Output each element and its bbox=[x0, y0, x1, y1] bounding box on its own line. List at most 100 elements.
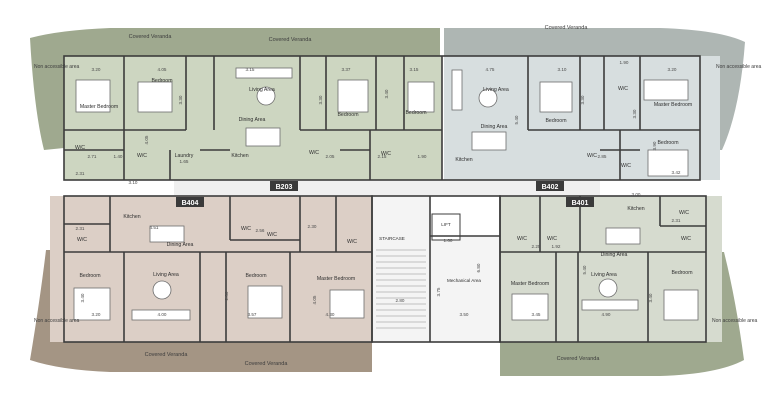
room-master-bedroom: Master Bedroom bbox=[654, 102, 692, 108]
dimension: 1.65 bbox=[180, 159, 189, 164]
dimension: 1.90 bbox=[620, 60, 629, 65]
non-accessible-bottom-left: Non accessible area bbox=[34, 318, 80, 324]
unit-tags: B203 B402 B404 B401 bbox=[176, 181, 594, 207]
dimension: 3.50 bbox=[460, 312, 469, 317]
furniture bbox=[73, 67, 699, 321]
dimension: 3.30 bbox=[318, 95, 323, 104]
non-accessible-labels: Non accessible area Non accessible area … bbox=[34, 64, 762, 324]
dimension: 2.31 bbox=[76, 226, 85, 231]
staircase-area bbox=[372, 196, 430, 342]
dimension: 2.25 bbox=[532, 244, 541, 249]
room-master-bedroom: Master Bedroom bbox=[80, 104, 118, 110]
unit-tag-b402: B402 bbox=[536, 181, 564, 191]
dimension-labels-vertical: 3.30 3.30 3.40 4.05 6.80 3.75 3.40 4.05 … bbox=[80, 89, 657, 304]
staircase-label: STAIRCASE bbox=[379, 236, 405, 241]
veranda-label-top-right: Covered Veranda bbox=[545, 25, 589, 31]
room-wc: W/C bbox=[587, 153, 597, 159]
dimension: 2.31 bbox=[76, 171, 85, 176]
dimension: 3.37 bbox=[342, 67, 351, 72]
dimension: 2.80 bbox=[224, 291, 229, 300]
room-bedroom: Bedroom bbox=[657, 140, 678, 146]
dimension: 4.30 bbox=[326, 312, 335, 317]
dimension: 6.80 bbox=[476, 263, 481, 272]
non-accessible-bottom-right: Non accessible area bbox=[712, 318, 758, 324]
svg-text:B203: B203 bbox=[276, 184, 293, 191]
room-bedroom: Bedroom bbox=[545, 118, 566, 124]
dimension: 1.40 bbox=[114, 154, 123, 159]
room-wc: W/C bbox=[241, 226, 251, 232]
veranda-label-bottom-left: Covered Veranda bbox=[145, 352, 189, 358]
dimension: 2.15 bbox=[378, 154, 387, 159]
room-bedroom: Bedroom bbox=[151, 78, 172, 84]
dimension: 1.90 bbox=[418, 154, 427, 159]
dimension: 5.40 bbox=[514, 115, 519, 124]
room-living: Living Area bbox=[591, 272, 617, 278]
room-master-bedroom: Master Bedroom bbox=[511, 281, 549, 287]
room-wc: W/C bbox=[681, 236, 691, 242]
room-wc: W/C bbox=[137, 153, 147, 159]
stair-treads bbox=[376, 249, 426, 329]
non-accessible-top-right: Non accessible area bbox=[716, 64, 762, 70]
dimension: 3.30 bbox=[178, 95, 183, 104]
unit-tag-b401: B401 bbox=[566, 197, 594, 207]
room-wc: W/C bbox=[267, 232, 277, 238]
dimension: 3.40 bbox=[648, 293, 653, 302]
room-labels: Master Bedroom Bedroom Living Area Dinin… bbox=[75, 78, 693, 287]
room-wc: W/C bbox=[381, 151, 391, 157]
room-wc: W/C bbox=[309, 150, 319, 156]
non-accessible-top-left: Non accessible area bbox=[34, 64, 80, 70]
dimension: 2.31 bbox=[672, 218, 681, 223]
dimension: 3.20 bbox=[92, 312, 101, 317]
dimension: 3.30 bbox=[580, 95, 585, 104]
veranda-labels: Covered Veranda Covered Veranda Covered … bbox=[129, 25, 601, 367]
room-wc: W/C bbox=[621, 163, 631, 169]
veranda-label-top-left: Covered Veranda bbox=[129, 34, 173, 40]
room-dining: Dining Area bbox=[601, 252, 628, 258]
dimension: 2.30 bbox=[308, 224, 317, 229]
dimension: 4.00 bbox=[158, 312, 167, 317]
room-living: Living Area bbox=[153, 272, 179, 278]
room-dining: Dining Area bbox=[481, 124, 508, 130]
svg-text:B402: B402 bbox=[542, 184, 559, 191]
room-wc: W/C bbox=[679, 210, 689, 216]
room-laundry: Laundry bbox=[175, 153, 194, 159]
veranda-bottom-left bbox=[30, 250, 372, 372]
room-living: Living Area bbox=[483, 87, 509, 93]
room-wc: W/C bbox=[547, 236, 557, 242]
room-bedroom: Bedroom bbox=[79, 273, 100, 279]
room-bedroom: Bedroom bbox=[245, 273, 266, 279]
veranda-label-bottom-mid: Covered Veranda bbox=[245, 361, 289, 367]
unit-tag-b203: B203 bbox=[270, 181, 298, 191]
dimension: 3.20 bbox=[92, 67, 101, 72]
dimension: 2.05 bbox=[326, 154, 335, 159]
room-master-bedroom: Master Bedroom bbox=[317, 276, 355, 282]
dimension: 2.80 bbox=[396, 298, 405, 303]
dimension: 3.30 bbox=[632, 109, 637, 118]
dimension: 3.10 bbox=[129, 180, 138, 185]
room-wc: W/C bbox=[75, 145, 85, 151]
dimension: 1.92 bbox=[552, 244, 561, 249]
room-bedroom: Bedroom bbox=[337, 112, 358, 118]
room-kitchen: Kitchen bbox=[627, 206, 644, 212]
veranda-bottom-right bbox=[500, 252, 744, 376]
room-living: Living Area bbox=[249, 87, 275, 93]
lift-label: LIFT bbox=[441, 222, 451, 227]
svg-text:B401: B401 bbox=[572, 200, 589, 207]
dimension: 3.90 bbox=[652, 141, 657, 150]
walls bbox=[63, 55, 707, 343]
dimension: 4.05 bbox=[144, 135, 149, 144]
dimension-labels: 3.20 4.05 3.37 3.15 3.15 2.71 1.40 1.65 … bbox=[76, 60, 681, 317]
room-kitchen: Kitchen bbox=[231, 153, 248, 159]
dimension: 3.75 bbox=[436, 287, 441, 296]
room-wc: W/C bbox=[77, 237, 87, 243]
dimension: 3.45 bbox=[532, 312, 541, 317]
room-wc: W/C bbox=[517, 236, 527, 242]
room-bedroom: Bedroom bbox=[405, 110, 426, 116]
veranda-label-bottom-right: Covered Veranda bbox=[557, 356, 601, 362]
room-dining: Dining Area bbox=[239, 117, 266, 123]
dimension: 2.71 bbox=[88, 154, 97, 159]
core-labels: STAIRCASE LIFT Mechanical Area bbox=[379, 222, 481, 283]
veranda-label-top-mid: Covered Veranda bbox=[269, 37, 313, 43]
room-dining: Dining Area bbox=[167, 242, 194, 248]
room-kitchen: Kitchen bbox=[123, 214, 140, 220]
